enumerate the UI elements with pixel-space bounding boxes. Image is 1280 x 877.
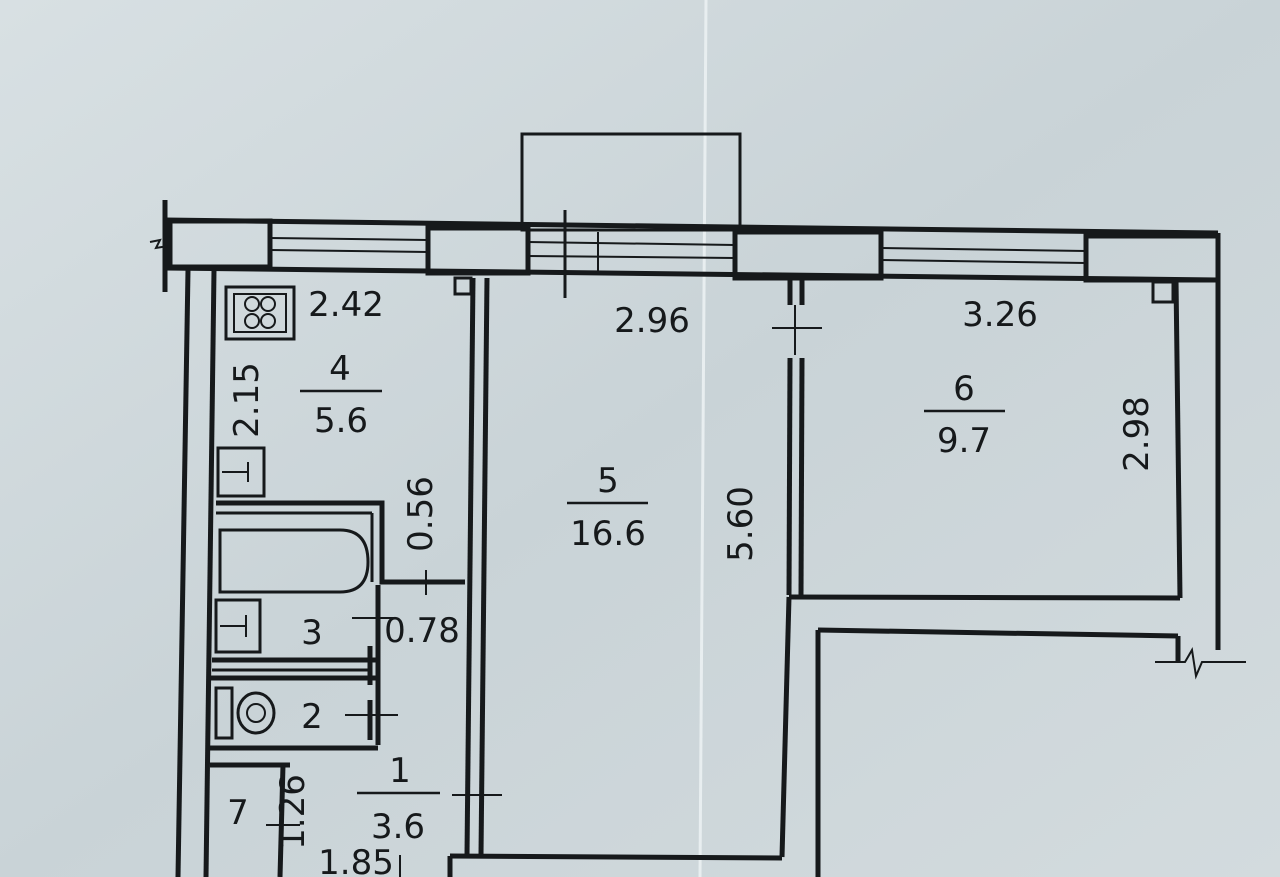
room-1-number: 1 — [389, 751, 411, 791]
window-balcony-door — [527, 210, 736, 298]
dim-living-length: 5.60 — [721, 486, 761, 562]
toilet-icon — [214, 686, 276, 740]
dim-bedroom-width: 3.26 — [962, 295, 1038, 335]
facade-wall — [149, 200, 1221, 292]
room-6-label: 6 9.7 — [924, 369, 1005, 461]
kitchen-sink-icon — [216, 446, 266, 498]
partition-living-bedroom — [772, 280, 1175, 596]
room-5-label: 5 16.6 — [567, 461, 648, 554]
room-1-area: 3.6 — [371, 807, 425, 847]
room-4-label: 4 5.6 — [300, 349, 382, 441]
partition-kitchen-living — [453, 276, 490, 856]
room-4-number: 4 — [329, 349, 351, 389]
dim-door-b: 0.78 — [384, 611, 460, 651]
room-1-label: 1 3.6 — [357, 751, 440, 847]
outer-wall-left — [175, 269, 217, 877]
stove-four-burner-icon — [224, 285, 296, 341]
room-5-area: 16.6 — [570, 514, 646, 554]
room-6-area: 9.7 — [937, 421, 991, 461]
balcony — [520, 132, 742, 232]
room-4-area: 5.6 — [314, 401, 368, 441]
dim-bedroom-depth: 2.98 — [1117, 396, 1157, 472]
dim-kitchen-depth: 2.15 — [227, 362, 267, 438]
dim-hall-depth: 1.26 — [273, 774, 313, 850]
window-kitchen — [269, 237, 429, 253]
paper-fold — [698, 0, 708, 877]
bathroom-block — [210, 500, 502, 877]
room-7-number: 7 — [227, 793, 249, 833]
bathtub-icon — [218, 528, 370, 594]
room-6-number: 6 — [953, 369, 975, 409]
room-5-number: 5 — [597, 461, 619, 501]
dim-living-width: 2.96 — [614, 301, 690, 341]
room-3-number: 3 — [301, 613, 323, 653]
sink-icon — [214, 598, 262, 654]
dim-door-a: 0.56 — [401, 476, 441, 552]
dim-kitchen-width: 2.42 — [308, 285, 384, 325]
dim-hall-width: 1.85 — [318, 843, 394, 877]
window-bedroom — [880, 247, 1087, 264]
bedroom-bottom-wall — [447, 594, 1181, 877]
room-2-number: 2 — [301, 697, 323, 737]
